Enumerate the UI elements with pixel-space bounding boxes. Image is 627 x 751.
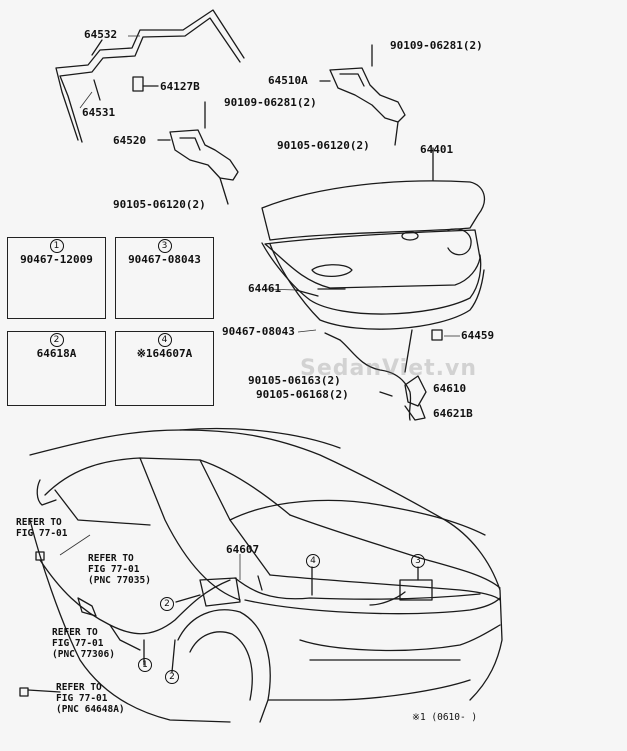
- callout-64610: 64610: [433, 382, 467, 395]
- marker-4: 4: [306, 554, 320, 568]
- callout-64510a: 64510A: [268, 74, 308, 87]
- parts-box-2: 2 64618A: [7, 331, 106, 406]
- callout-64607: 64607: [226, 543, 260, 556]
- box-number: 4: [157, 333, 172, 347]
- box-number: 2: [49, 333, 64, 347]
- callout-64127b: 64127B: [160, 80, 200, 93]
- box-part-number: ※164607A: [136, 347, 193, 360]
- callout-90105-left: 90105-06120(2): [113, 198, 206, 211]
- callout-64401: 64401: [420, 143, 454, 156]
- callout-64459: 64459: [461, 329, 495, 342]
- callout-90109-top: 90109-06281(2): [390, 39, 483, 52]
- footnote: ※1 (0610- ): [412, 712, 478, 723]
- parts-box-4: 4 ※164607A: [115, 331, 214, 406]
- refer-note-d: REFER TO FIG 77-01 (PNC 64648A): [56, 682, 125, 715]
- callout-64461: 64461: [248, 282, 282, 295]
- marker-2-lower: 2: [165, 670, 179, 684]
- callout-90109-mid: 90109-06281(2): [224, 96, 317, 109]
- parts-box-3: 3 90467-08043: [115, 237, 214, 319]
- box-part-number: 90467-12009: [20, 253, 93, 266]
- refer-note-c: REFER TO FIG 77-01 (PNC 77306): [52, 627, 115, 660]
- parts-box-1: 1 90467-12009: [7, 237, 106, 319]
- marker-1: 1: [138, 658, 152, 672]
- callout-90105-right: 90105-06120(2): [277, 139, 370, 152]
- box-number: 3: [157, 239, 172, 253]
- callout-64531: 64531: [82, 106, 116, 119]
- callout-90105-06163: 90105-06163(2): [248, 374, 341, 387]
- callout-64520: 64520: [113, 134, 147, 147]
- refer-note-b: REFER TO FIG 77-01 (PNC 77035): [88, 553, 151, 586]
- callout-90105-06168: 90105-06168(2): [256, 388, 349, 401]
- box-number: 1: [49, 239, 64, 253]
- marker-2-upper: 2: [160, 597, 174, 611]
- callout-90467-08043: 90467-08043: [222, 325, 295, 338]
- callout-64621b: 64621B: [433, 407, 473, 420]
- watermark: SedanViet.vn: [300, 356, 477, 381]
- box-part-number: 64618A: [36, 347, 77, 360]
- refer-note-a: REFER TO FIG 77-01: [16, 517, 68, 539]
- marker-3: 3: [411, 554, 425, 568]
- box-part-number: 90467-08043: [128, 253, 201, 266]
- callout-64532: 64532: [84, 28, 118, 41]
